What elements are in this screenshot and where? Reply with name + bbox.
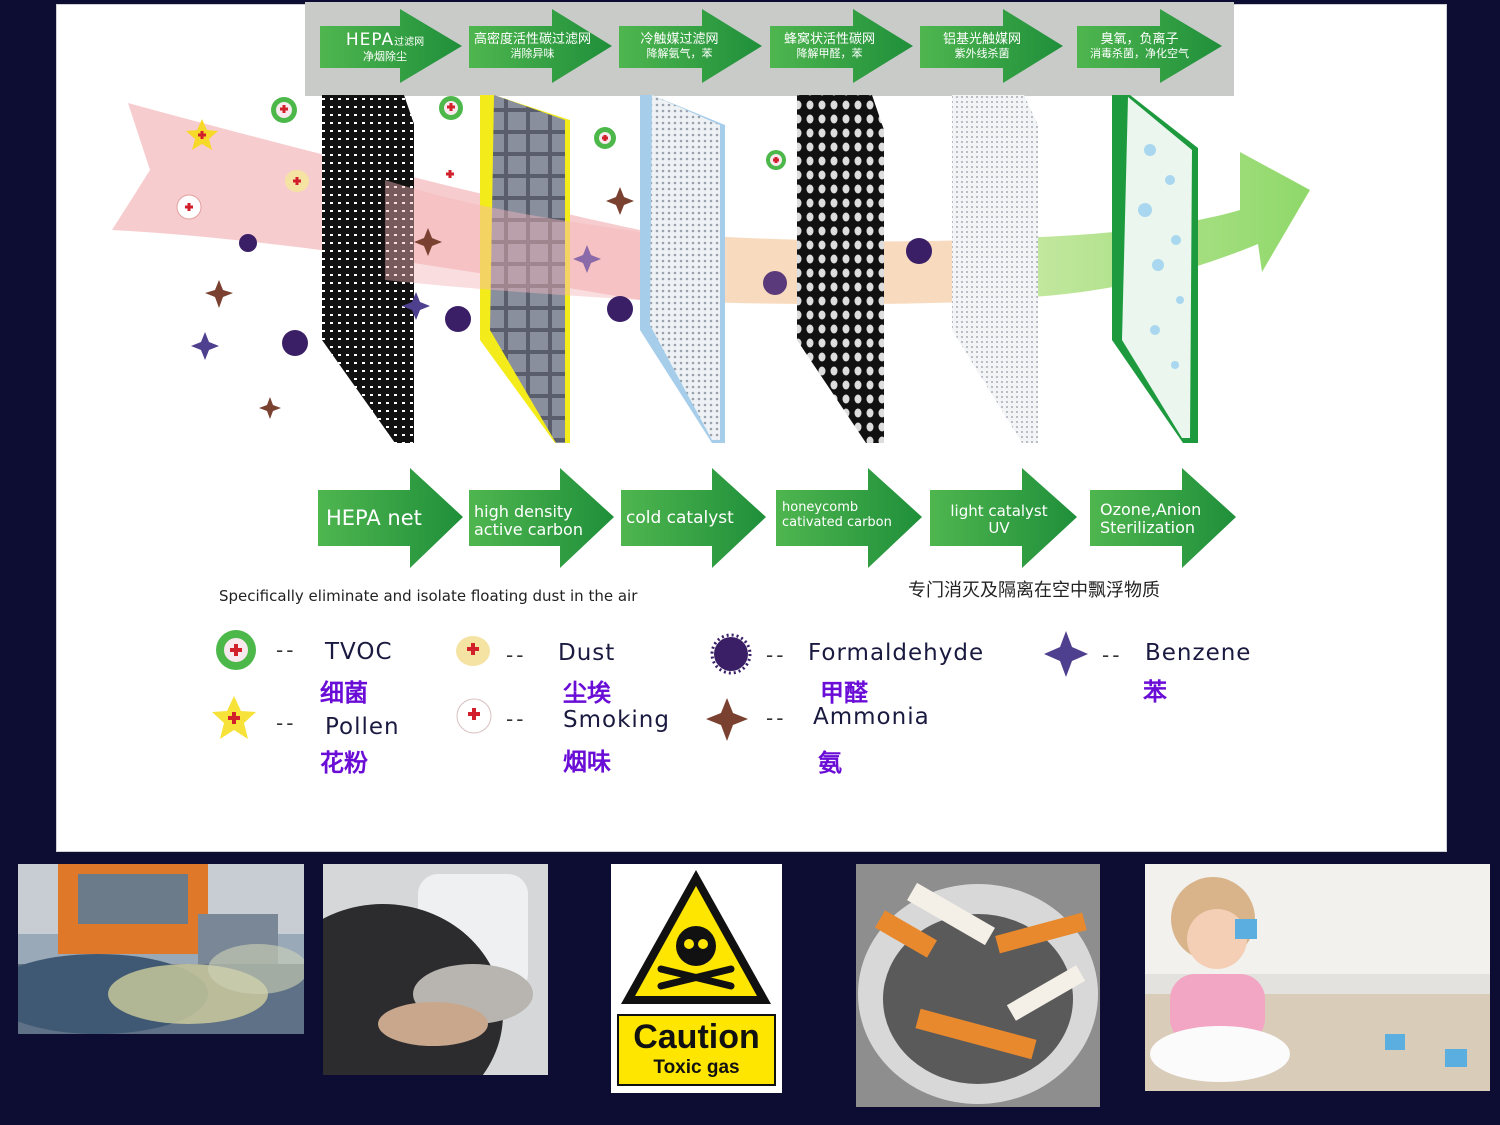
smoking-icon: [456, 698, 492, 734]
photo-traffic-exhaust: [18, 864, 304, 1034]
legend-pollen-label: Pollen: [325, 714, 400, 740]
tvoc-icon: [216, 630, 256, 670]
legend-pollen-cn: 花粉: [320, 749, 368, 777]
top-stage-label-3: 冷触媒过滤网 降解氨气，苯: [640, 32, 719, 60]
top-stage-label-4: 蜂窝状活性碳网 降解甲醛，苯: [783, 32, 875, 60]
hepa-filter: [322, 95, 414, 443]
legend-smoking-label: Smoking: [563, 707, 670, 733]
top-stage-label-1: HEPA过滤网 净烟除尘: [345, 30, 425, 63]
honeycomb-filter: [797, 95, 884, 443]
legend-benzene-label: Benzene: [1145, 640, 1252, 666]
legend-dash: --: [276, 638, 297, 662]
bottom-stage-label-1: HEPA net: [326, 506, 422, 530]
filtration-diagram: [112, 2, 1310, 741]
legend-tvoc-cn: 细菌: [320, 679, 368, 707]
legend-smoking-cn: 烟味: [563, 748, 611, 776]
light-catalyst-filter: [952, 95, 1038, 443]
pollen-icon: [212, 696, 256, 739]
top-stage-arrows: [320, 9, 1222, 83]
legend-dash: --: [766, 643, 787, 667]
caption-chinese: 专门消灭及隔离在空中飘浮物质: [908, 580, 1160, 601]
legend-dash: --: [276, 711, 297, 735]
legend-dust-cn: 尘埃: [563, 679, 611, 707]
photo-pregnant-woman: [323, 864, 548, 1075]
carbon-filter: [480, 95, 570, 443]
legend-ammonia-label: Ammonia: [813, 704, 930, 730]
diagram-panel: [56, 4, 1447, 852]
legend-formaldehyde-cn: 甲醛: [820, 679, 868, 707]
dust-icon: [456, 636, 490, 666]
bottom-stage-arrows: [318, 468, 1236, 568]
ammonia-icon: [706, 698, 748, 741]
cold-catalyst-filter: [640, 95, 725, 443]
caution-sign: Caution Toxic gas: [611, 864, 782, 1093]
top-stage-label-6: 臭氧，负离子 消毒杀菌，净化空气: [1090, 32, 1189, 60]
legend-dash: --: [506, 643, 527, 667]
benzene-icon: [1044, 631, 1088, 677]
top-stage-label-2: 高密度活性碳过滤网 消除异味: [473, 32, 591, 60]
legend-formaldehyde-label: Formaldehyde: [808, 640, 985, 666]
bottom-stage-label-3: cold catalyst: [626, 508, 734, 528]
caution-label: Caution Toxic gas: [617, 1014, 776, 1086]
formaldehyde-icon: [710, 633, 752, 675]
legend-benzene-cn: 苯: [1143, 678, 1167, 706]
legend-dash: --: [1102, 643, 1123, 667]
legend-tvoc-label: TVOC: [325, 639, 393, 665]
legend-dust-label: Dust: [558, 640, 616, 666]
legend-dash: --: [766, 706, 787, 730]
top-stage-label-5: 铝基光触媒网 紫外线杀菌: [942, 32, 1021, 60]
ozone-filter: [1112, 95, 1198, 443]
clean-air-arrow: [1005, 152, 1310, 298]
floating-particles: [176, 96, 932, 419]
photo-baby-toddler: [1145, 864, 1490, 1091]
photo-cigarette-ashtray: [856, 864, 1100, 1107]
legend-dash: --: [506, 707, 527, 731]
caption-english: Specifically eliminate and isolate float…: [219, 587, 638, 605]
legend-ammonia-cn: 氨: [818, 749, 842, 777]
